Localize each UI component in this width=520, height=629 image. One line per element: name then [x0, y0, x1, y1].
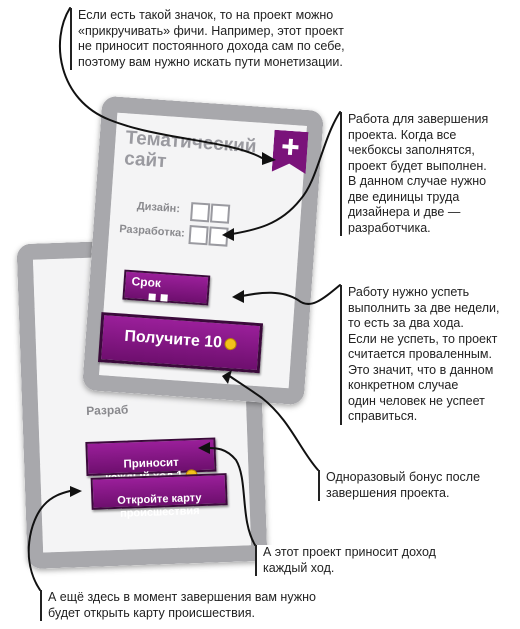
leader-line-top: [58, 7, 263, 159]
arrowhead: [222, 228, 234, 241]
leader-line-right1: [231, 111, 341, 235]
arrowhead: [232, 290, 244, 303]
note-deadline: Работу нужно успеть выполнить за две нед…: [340, 285, 518, 425]
arrowhead: [222, 370, 232, 384]
note-income-per-turn: А этот проект приносит доход каждый ход.: [255, 545, 483, 576]
note-work-units: Работа для завершения проекта. Когда все…: [340, 112, 508, 236]
arrowhead: [70, 486, 82, 497]
leader-line-bottom-right: [207, 447, 256, 546]
leader-line-bottom-left: [27, 490, 71, 591]
leader-line-right3: [227, 374, 319, 471]
arrowhead: [198, 442, 210, 454]
note-one-time-bonus: Одноразовый бонус после завершения проек…: [318, 470, 506, 501]
arrowhead: [262, 152, 276, 165]
leader-line-right2: [241, 284, 341, 305]
note-incident-card: А ещё здесь в момент завершения вам нужн…: [40, 590, 368, 621]
note-feature-icon: Если есть такой значок, то на проект мож…: [70, 8, 388, 70]
